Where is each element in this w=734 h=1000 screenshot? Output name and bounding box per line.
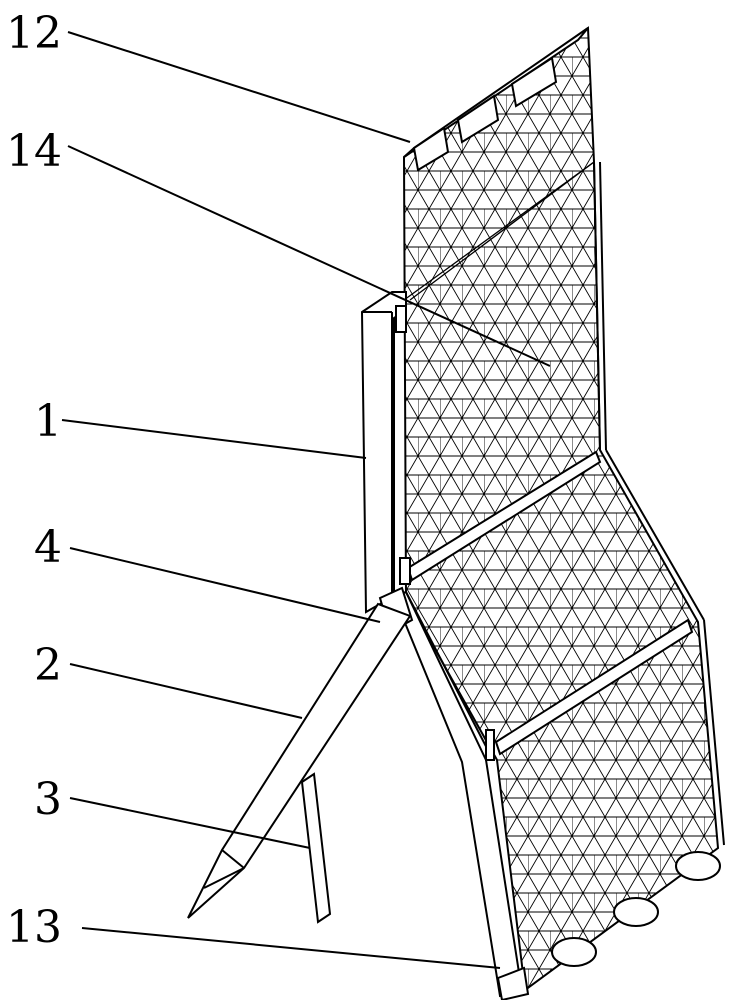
label-14: 14	[6, 126, 62, 177]
label-3: 3	[34, 774, 62, 825]
leader-1	[61, 419, 367, 459]
mesh-outline	[402, 26, 720, 992]
reference-labels: 12 14 1 4 2 3 13	[6, 8, 62, 953]
label-12: 12	[6, 8, 62, 59]
leader-13	[81, 927, 501, 969]
stake-leg	[187, 602, 412, 919]
bottom-rollers	[496, 851, 721, 1000]
top-strip	[403, 27, 589, 172]
label-13: 13	[6, 902, 62, 953]
label-1: 1	[34, 396, 62, 447]
mesh-net	[402, 26, 725, 992]
leader-2	[69, 663, 303, 719]
label-2: 2	[34, 640, 62, 691]
leader-12	[67, 31, 411, 143]
leader-3	[69, 797, 311, 849]
label-4: 4	[34, 522, 62, 573]
crossbar-lower	[494, 618, 694, 756]
leader-14	[67, 145, 551, 367]
vertical-post	[360, 291, 411, 614]
leader-lines	[61, 31, 551, 969]
support-rod	[300, 772, 332, 924]
leader-4	[69, 547, 381, 623]
